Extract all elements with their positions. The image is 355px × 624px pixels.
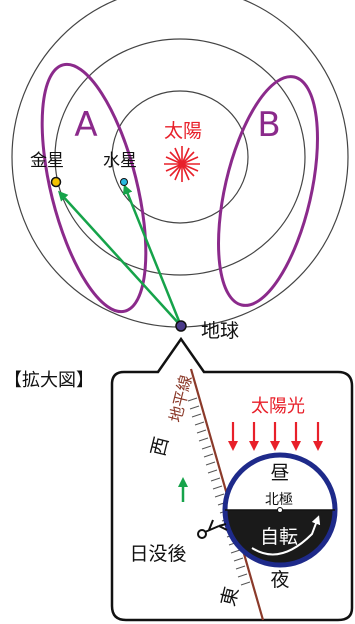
north-pole-marker	[277, 507, 283, 513]
orbit-venus	[54, 38, 306, 276]
sight-lines	[57, 184, 183, 327]
day-label: 昼	[270, 462, 289, 484]
region-a-outline	[40, 62, 148, 314]
sunlight-arrows	[228, 422, 323, 451]
region-a-label: A	[74, 105, 97, 145]
orbit-mercury	[111, 90, 249, 224]
region-b-label: B	[257, 105, 280, 145]
horizon-ticks	[187, 397, 251, 586]
rotation-label: 自転	[260, 526, 298, 548]
sun-icon	[164, 146, 200, 182]
earth-icon	[175, 320, 187, 332]
observer-icon	[197, 519, 228, 539]
region-b-outline	[217, 75, 319, 307]
night-label: 夜	[270, 569, 289, 591]
venus-icon	[50, 176, 62, 188]
mercury-icon	[120, 178, 128, 186]
sunlight-label: 太陽光	[251, 396, 305, 417]
east-label: 東	[217, 585, 243, 609]
sight-line-venus	[57, 190, 182, 327]
earth-label: 地球	[201, 320, 239, 342]
earth-night-side	[225, 510, 335, 565]
enlarged-label: 【拡大図】	[4, 370, 94, 391]
mercury-label: 水星	[103, 151, 137, 171]
rotation-arrow-icon	[251, 515, 321, 556]
sun-label: 太陽	[164, 120, 202, 142]
west-label: 西	[147, 435, 173, 459]
venus-label: 金星	[30, 151, 64, 171]
sight-line-mercury	[122, 184, 183, 327]
north-pole-label: 北極	[265, 492, 293, 508]
after-sunset-label: 日没後	[129, 543, 186, 565]
